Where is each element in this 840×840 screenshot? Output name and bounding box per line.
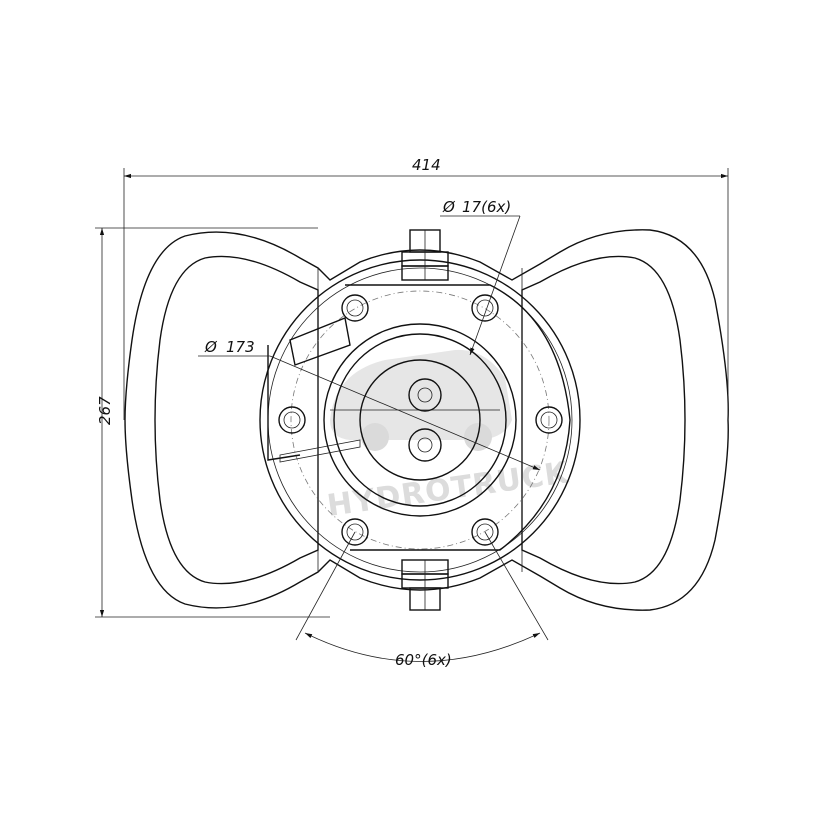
bolt-hole: [471, 294, 499, 322]
hub-housing: [259, 259, 581, 581]
outer-frame-contour: [124, 229, 729, 611]
bolt-hole: [341, 518, 369, 546]
bolt-circle-dimension: Ø 173: [198, 338, 541, 471]
height-dimension: 267: [95, 227, 330, 618]
latch-handle: [279, 439, 361, 463]
bolt-holes: [278, 294, 563, 546]
latch-plate: [289, 317, 351, 366]
angle-value: 60°(6x): [395, 651, 452, 669]
bolt-hole: [535, 406, 563, 434]
bolt-circle-symbol: Ø: [204, 338, 218, 356]
watermark-text: HYDROTRUCK: [325, 455, 572, 524]
bottom-nut: [401, 559, 449, 611]
width-dimension: 414: [123, 156, 729, 420]
angle-dimension: 60°(6x): [295, 531, 549, 669]
hole-diameter-symbol: Ø: [442, 198, 456, 216]
hole-diameter-value: 17(6x): [462, 198, 511, 216]
hole-diameter-dimension: Ø 17(6x): [440, 198, 521, 356]
center-bolts: [408, 378, 442, 462]
bolt-hole: [341, 294, 369, 322]
width-value: 414: [412, 156, 441, 174]
inner-frame-contour-right: [521, 255, 686, 585]
bolt-hole: [471, 518, 499, 546]
bolt-circle: [290, 290, 550, 550]
bolt-circle-value: 173: [226, 338, 255, 356]
height-value: 267: [96, 396, 114, 425]
center-boss: [359, 359, 481, 481]
bolt-hole: [278, 406, 306, 434]
inner-frame-contour: [154, 255, 319, 585]
top-nut: [401, 229, 449, 281]
